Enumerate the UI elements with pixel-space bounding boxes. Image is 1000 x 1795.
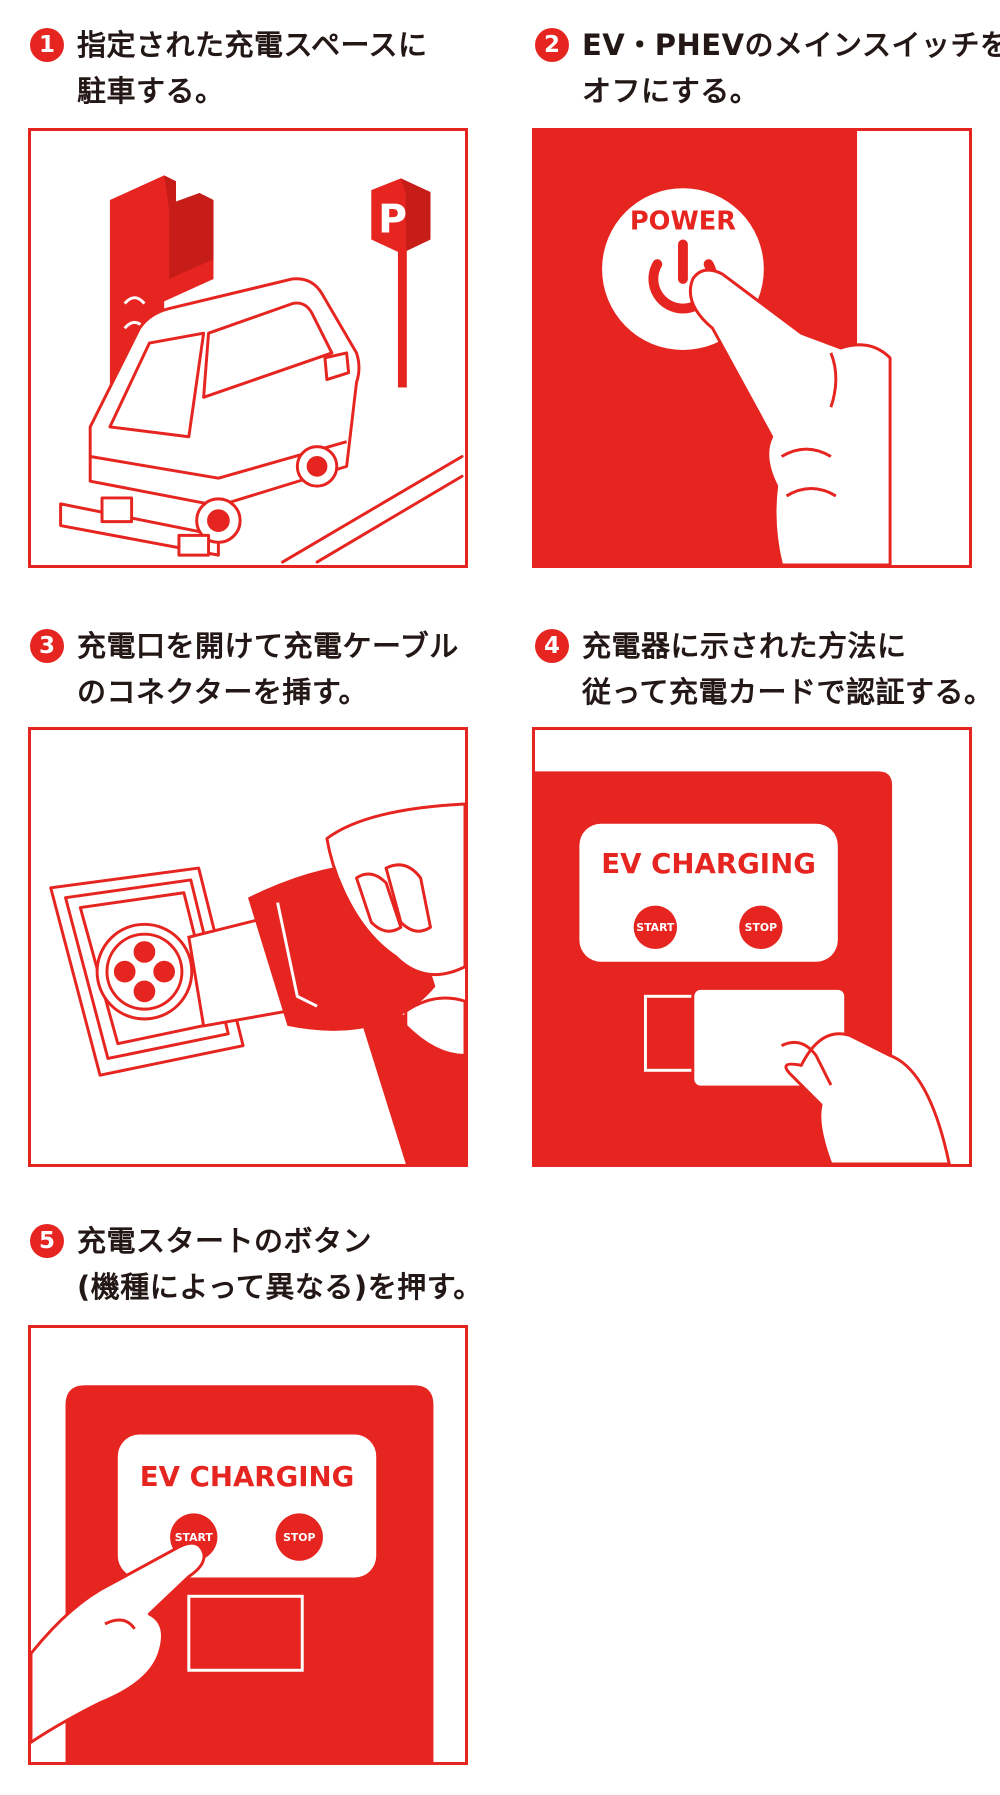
road-line <box>315 474 464 564</box>
caption-line: 指定された充電スペースに <box>77 28 428 62</box>
finger-pressing-power-button-illustration: POWER <box>535 131 892 565</box>
step-2-caption: EV・PHEVのメインスイッチを オフにする。 <box>582 22 1000 114</box>
stop-button-label: STOP <box>283 1531 315 1544</box>
step-5-caption: 充電スタートのボタン (機種によって異なる)を押す。 <box>77 1218 483 1310</box>
step-number-badge: 2 <box>535 28 569 62</box>
hand-holding-card <box>780 1032 951 1164</box>
caption-line: (機種によって異なる)を押す。 <box>77 1270 483 1304</box>
step-4-header: 4 充電器に示された方法に 従って充電カードで認証する。 <box>535 623 994 715</box>
step-2-header: 2 EV・PHEVのメインスイッチを オフにする。 <box>535 22 1000 114</box>
caption-line: オフにする。 <box>582 74 760 108</box>
hand-plugging-connector-illustration <box>49 802 465 1164</box>
caption-line: 駐車する。 <box>77 74 225 108</box>
step-4-caption: 充電器に示された方法に 従って充電カードで認証する。 <box>582 623 994 715</box>
finger-pressing-start-button-illustration: EV CHARGING START STOP <box>31 1385 434 1762</box>
pointing-hand <box>31 1541 206 1744</box>
stop-button-label: STOP <box>745 921 777 934</box>
pointing-hand <box>688 268 892 565</box>
step-number-badge: 3 <box>30 629 64 663</box>
charging-inlet <box>95 922 194 1021</box>
step-4-illustration: EV CHARGING START STOP <box>532 727 972 1167</box>
caption-line: 充電スタートのボタン <box>77 1224 373 1258</box>
step-number-badge: 4 <box>535 629 569 663</box>
car <box>59 277 361 557</box>
display-title: EV CHARGING <box>140 1460 355 1493</box>
charger-display: EV CHARGING START STOP <box>117 1434 377 1578</box>
step-1-header: 1 指定された充電スペースに 駐車する。 <box>30 22 428 114</box>
road-line <box>281 455 464 564</box>
card-reader-slot <box>187 1594 304 1672</box>
caption-line: 充電器に示された方法に <box>582 629 907 663</box>
start-button-label: START <box>636 921 675 934</box>
step-1-caption: 指定された充電スペースに 駐車する。 <box>77 22 428 114</box>
parking-sign: P <box>371 178 431 388</box>
step-number-badge: 1 <box>30 28 64 62</box>
stop-button <box>739 905 783 949</box>
step-2-illustration: POWER <box>532 128 972 568</box>
step-3-header: 3 充電口を開けて充電ケーブル のコネクターを挿す。 <box>30 623 459 715</box>
step-3-illustration <box>28 727 468 1167</box>
step-number-badge: 5 <box>30 1224 64 1258</box>
stop-button <box>275 1513 323 1561</box>
step-3-caption: 充電口を開けて充電ケーブル のコネクターを挿す。 <box>77 623 459 715</box>
parking-sign-letter: P <box>378 197 407 243</box>
charger-display: EV CHARGING START STOP <box>579 823 838 962</box>
step-5-header: 5 充電スタートのボタン (機種によって異なる)を押す。 <box>30 1218 483 1310</box>
hand-holding-card-at-reader-illustration: EV CHARGING START STOP <box>535 771 951 1164</box>
caption-line: 充電口を開けて充電ケーブル <box>77 629 459 663</box>
car-parking-at-charger-illustration: P <box>59 161 464 564</box>
caption-line: 従って充電カードで認証する。 <box>582 675 994 709</box>
display-title: EV CHARGING <box>601 847 816 880</box>
charging-port-housing <box>49 866 245 1077</box>
caption-line: EV・PHEVのメインスイッチを <box>582 28 1000 62</box>
power-label: POWER <box>630 207 736 237</box>
start-button-label: START <box>175 1531 214 1544</box>
gripping-hand <box>325 802 465 1057</box>
step-5-illustration: EV CHARGING START STOP <box>28 1325 468 1765</box>
step-1-illustration: P <box>28 128 468 568</box>
caption-line: のコネクターを挿す。 <box>77 675 368 709</box>
start-button <box>633 905 678 949</box>
